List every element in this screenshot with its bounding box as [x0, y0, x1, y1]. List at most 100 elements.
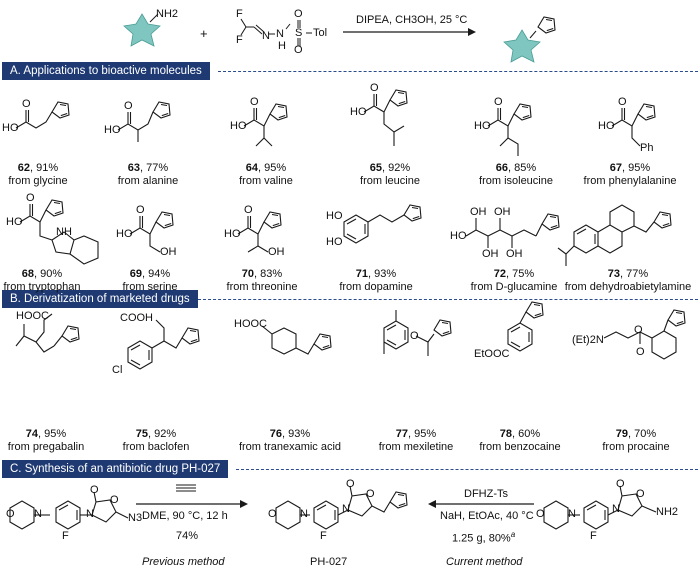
- atom-o: O: [90, 484, 99, 496]
- compound-caption: 68, 90%from tryptophan: [3, 268, 81, 293]
- atom-n: N: [342, 503, 350, 515]
- atom-f: F: [590, 530, 597, 542]
- atom-o: O: [250, 96, 259, 108]
- atom-o: O: [616, 478, 625, 490]
- atom-oh: OH: [482, 248, 499, 260]
- atom-n: N: [86, 508, 94, 520]
- compound-caption: 67, 95%from phenylalanine: [583, 162, 677, 187]
- compound-caption: 62, 91%from glycine: [8, 162, 68, 187]
- atom-o: O: [536, 508, 545, 520]
- ph027-caption: PH-027: [310, 556, 348, 568]
- compound-caption: 72, 75%from D-glucamine: [470, 268, 558, 293]
- atom-o: O: [136, 204, 145, 216]
- atom-ph: Ph: [640, 142, 654, 154]
- reagent-n2: N: [276, 28, 284, 40]
- atom-o: O: [618, 96, 627, 108]
- atom-nh-h: H: [64, 226, 72, 238]
- reagent-f-top: F: [236, 8, 243, 20]
- atom-ho: HO: [474, 120, 491, 132]
- compound-caption: 77, 95%from mexiletine: [378, 428, 454, 453]
- compound-caption: 71, 93%from dopamine: [339, 268, 413, 293]
- current-method-caption: Current method: [446, 556, 523, 568]
- compound-caption: 70, 83%from threonine: [226, 268, 298, 293]
- atom-hooc: HOOC: [16, 310, 49, 322]
- atom-n: N: [34, 508, 42, 520]
- reagent-o-bottom: O: [294, 44, 303, 56]
- previous-yield: 74%: [176, 530, 199, 542]
- row-c-structures: [9, 484, 657, 530]
- atom-nh-n: N: [56, 226, 64, 238]
- atom-o: O: [410, 330, 419, 342]
- atom-ho: HO: [104, 124, 121, 136]
- reagent-o-top: O: [294, 8, 303, 20]
- atom-nh2: NH2: [656, 506, 679, 518]
- compound-caption: 66, 85%from isoleucine: [479, 162, 553, 187]
- section-a-banner: A. Applications to bioactive molecules: [2, 62, 210, 80]
- atom-o: O: [636, 346, 645, 358]
- atom-ho: HO: [224, 228, 241, 240]
- row-a1-structures: [15, 89, 656, 156]
- atom-hooc: HOOC: [234, 318, 267, 330]
- current-conditions: NaH, EtOAc, 40 °C: [440, 510, 534, 522]
- atom-et2n: (Et)2N: [572, 334, 604, 346]
- atom-o: O: [244, 204, 253, 216]
- atom-o: O: [268, 508, 277, 520]
- atom-ho: HO: [598, 120, 615, 132]
- atom-o: O: [110, 494, 119, 506]
- atom-o: O: [124, 100, 133, 112]
- reagent-n1: N: [262, 30, 270, 42]
- atom-o: O: [6, 508, 15, 520]
- atom-oh: OH: [268, 246, 285, 258]
- row-b-structures: [15, 301, 686, 370]
- atom-cl: Cl: [112, 364, 123, 376]
- reagent-f-bottom: F: [236, 34, 243, 46]
- atom-ho: HO: [326, 210, 343, 222]
- star-product-icon: [503, 29, 541, 63]
- reagent-h: H: [278, 40, 286, 52]
- atom-oh: OH: [160, 246, 177, 258]
- compound-caption: 79, 70%from procaine: [602, 428, 670, 453]
- atom-ho: HO: [230, 120, 247, 132]
- atom-ho: HO: [326, 236, 343, 248]
- compound-caption: 69, 94%from serine: [122, 268, 178, 293]
- atom-n3: N3: [128, 512, 143, 524]
- reagent-s: S: [295, 27, 303, 39]
- atom-o: O: [366, 488, 375, 500]
- atom-n: N: [568, 508, 576, 520]
- section-c-banner: C. Synthesis of an antibiotic drug PH-02…: [2, 460, 229, 478]
- compound-caption: 74, 95%from pregabalin: [7, 428, 85, 453]
- compound-caption: 65, 92%from leucine: [360, 162, 420, 187]
- row-a2-structures: [19, 199, 672, 266]
- compound-caption: 78, 60%from benzocaine: [479, 428, 561, 453]
- current-yield: 1.25 g, 80%a: [452, 530, 516, 545]
- compound-caption: 75, 92%from baclofen: [122, 428, 190, 453]
- amine-label: NH2: [156, 8, 179, 20]
- header-conditions: DIPEA, CH3OH, 25 °C: [356, 14, 468, 26]
- compound-caption: 73, 77%from dehydroabietylamine: [564, 268, 692, 293]
- reagent-tol: Tol: [313, 27, 328, 39]
- atom-o: O: [370, 82, 379, 94]
- atom-n: N: [612, 503, 620, 515]
- atom-o: O: [636, 488, 645, 500]
- atom-ho: HO: [6, 216, 23, 228]
- previous-method-caption: Previous method: [142, 556, 225, 568]
- plus-sign: +: [200, 26, 208, 41]
- atom-o: O: [634, 324, 643, 336]
- atom-f: F: [320, 530, 327, 542]
- atom-etooc: EtOOC: [474, 348, 510, 360]
- atom-o: O: [346, 478, 355, 490]
- atom-cooh: COOH: [120, 312, 153, 324]
- atom-ho: HO: [2, 122, 19, 134]
- atom-o: O: [22, 98, 31, 110]
- section-b-banner: B. Derivatization of marketed drugs: [2, 290, 198, 308]
- section-a-divider: [218, 71, 698, 72]
- previous-conditions: DME, 90 °C, 12 h: [142, 510, 228, 522]
- star-reactant-icon: [123, 13, 161, 47]
- compound-caption: 63, 77%from alanine: [117, 162, 179, 187]
- atom-ho: HO: [116, 228, 133, 240]
- atom-o: O: [494, 96, 503, 108]
- section-c-divider: [236, 469, 698, 470]
- atom-o: O: [26, 192, 35, 204]
- atom-oh: OH: [494, 206, 511, 218]
